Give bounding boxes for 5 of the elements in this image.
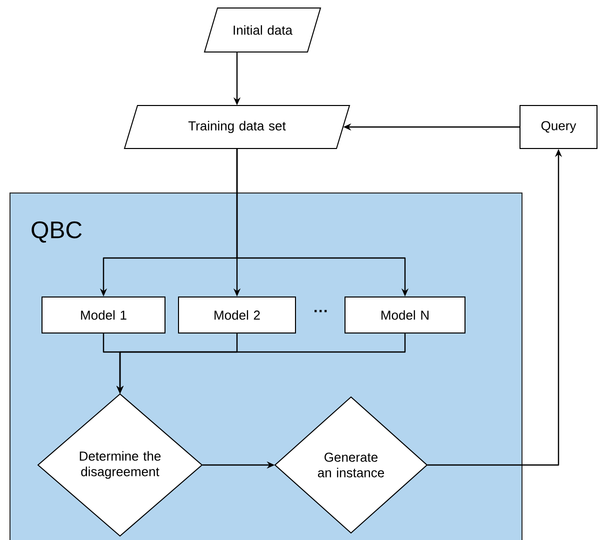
process-box: Query [520,105,598,149]
process-box: Model N [344,296,466,334]
ellipsis-label: ··· [314,310,327,312]
process-box: Model 1 [42,296,166,334]
process-box: Model 2 [178,296,296,334]
